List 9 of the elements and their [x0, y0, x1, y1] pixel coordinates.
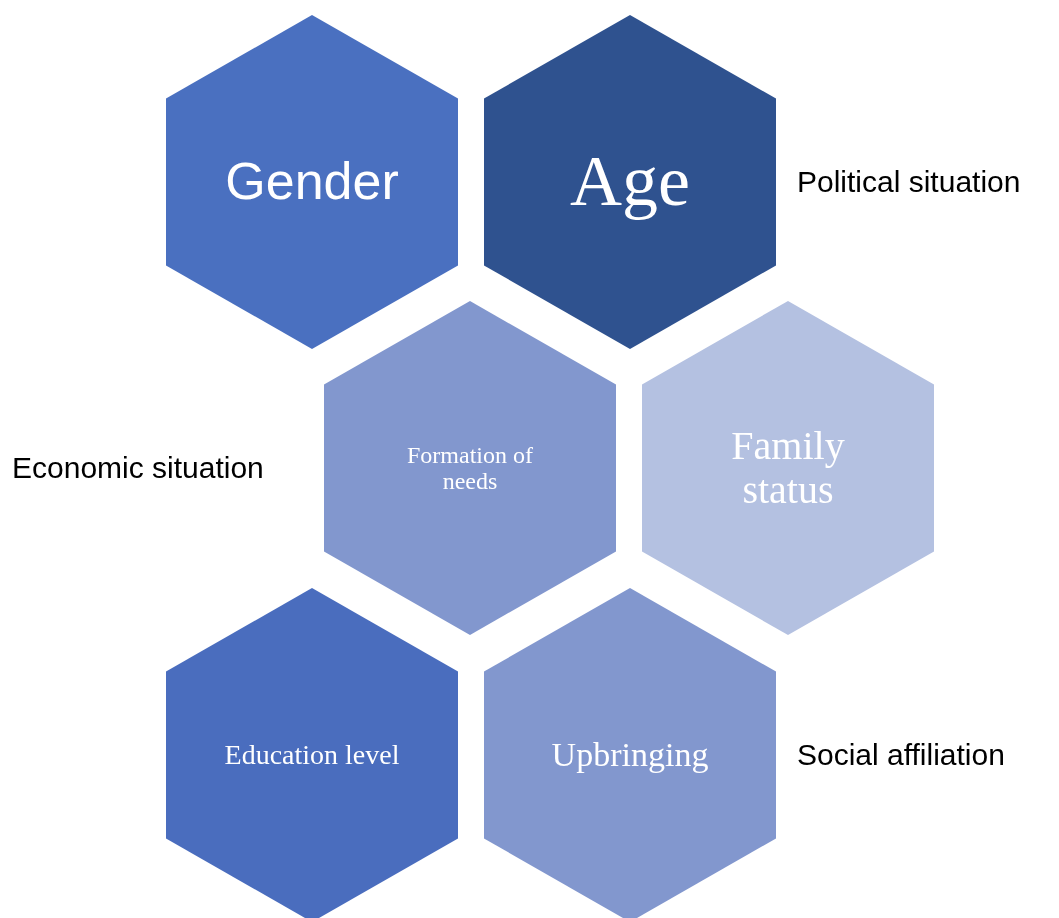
factor-label: Economic situation [12, 451, 264, 485]
hexagon-label: Upbringing [550, 736, 710, 774]
factor-label: Political situation [797, 165, 1021, 199]
hexagon-label: Formation of needs [406, 441, 534, 495]
hexagon-label: Gender [224, 153, 400, 211]
factor-label: Social affiliation [797, 738, 1005, 772]
hexagon-label: Age [569, 142, 691, 222]
hexagon-label: Education level [223, 739, 401, 771]
hexagon-label: Family status [730, 424, 846, 512]
